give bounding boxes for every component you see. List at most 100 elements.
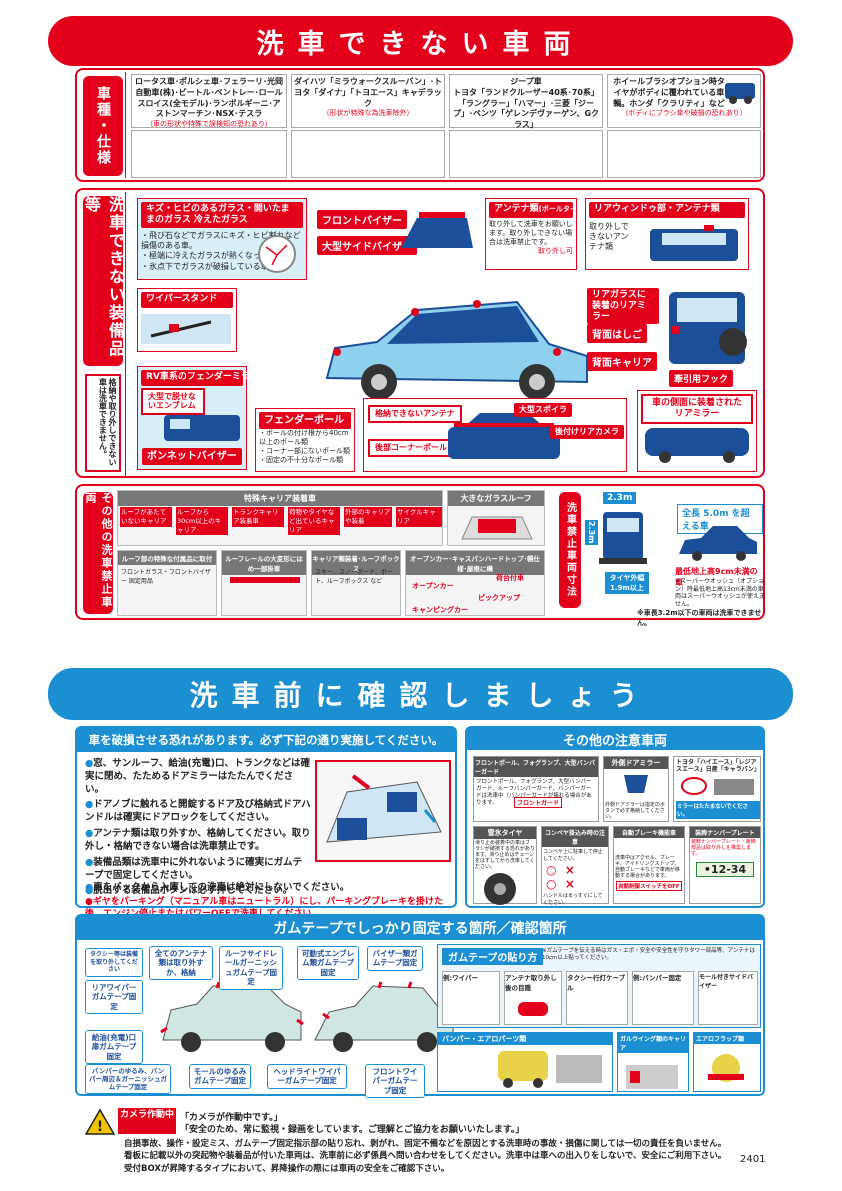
- mirror-icon: [624, 775, 648, 793]
- antenna-pole-box: アンテナ類(ポールタイプ) 取り外して洗車をお願いします。取り外しできない場合は…: [485, 198, 587, 270]
- other-label: その他の洗車禁止車両: [83, 492, 113, 614]
- side-mirror-box: 車の側面に装着されたリアミラー: [637, 390, 757, 472]
- tape-label: バイザー類ガムテープ固定: [367, 946, 423, 971]
- tire-icon: [484, 873, 516, 905]
- tape-label: フロントワイパーガムテープ固定: [365, 1064, 425, 1099]
- conveyor-box: コンベヤ掛込み時の注意 コンベヤ上に駐車して停止してください。 ○ × ○ × …: [541, 826, 609, 906]
- special-carrier-box: 特殊キャリア装着車 ルーフがあたていないキャリア ルーフから30cm以上のキャリ…: [117, 490, 443, 546]
- camera-line1: 「カメラが作動中です。」: [180, 1113, 283, 1123]
- tape-label: 可動式エンブレム類ガムテープ固定: [297, 946, 359, 981]
- type-cell-1: ロータス車･ポルシェ車･フェラーリ･光岡自動車(株)･ビートル･ベントレー･ロー…: [131, 74, 287, 128]
- aero-box: エアロフラップ類: [693, 1032, 761, 1092]
- page-number: 2401: [740, 1154, 766, 1165]
- camera-badge: カメラ作動中: [118, 1108, 176, 1134]
- tape-label: ルーフサイドレールガーニッシュガムテープ固定: [219, 946, 283, 990]
- glass-title: キズ・ヒビのあるガラス・開いたままのガラス 冷えたガラス: [141, 202, 303, 228]
- height-value: 2.3m: [585, 520, 598, 545]
- side-mirror-title: 車の側面に装着されたリアミラー: [641, 394, 753, 424]
- sedan-front-tape-icon: [314, 981, 454, 1052]
- glass-box: キズ・ヒビのあるガラス・開いたままのガラス 冷えたガラス ・飛び石などでガラスに…: [137, 198, 307, 280]
- howto-title: ガムテープの貼り方: [442, 948, 544, 965]
- dims-note: ※車長3.2m以下の車両は洗車できません。: [637, 609, 762, 627]
- camera-line2: 「安全のため、常に監視・録画をしています。ご理解とご協力をお願いいたします。」: [180, 1125, 525, 1135]
- antenna-pole-title: アンテナ類(ポールタイプ): [489, 202, 587, 218]
- hiace-box: トヨタ「ハイエース」「レジアスエース」日産「キャラバン」 ミラーはたたまないでく…: [673, 756, 761, 822]
- bumper-car-icon: [498, 1051, 602, 1088]
- van-mirror-icon: [681, 777, 754, 796]
- spoiler-label: 大型スポイラ: [514, 403, 572, 418]
- visor-car-icon: [401, 212, 473, 248]
- caution-panel: その他の注意車両 フロントポール、フォグランプ、大型バンパーガード フロントポー…: [465, 726, 765, 908]
- tape-title: ガムテープでしっかり固定する箇所／確認箇所: [77, 916, 763, 940]
- warn-item-gear: ●ギヤをパーキング（マニュアル車はニュートラル）にし、パーキングブレーキを掛けた…: [85, 896, 444, 919]
- svg-text:!: !: [97, 1119, 103, 1135]
- warn-illustration: [315, 760, 451, 862]
- caution-title: その他の注意車両: [467, 728, 763, 750]
- equipment-label: 洗車できない装備品等: [82, 196, 125, 366]
- glass-roof-box: 大きなガラスルーフ: [447, 490, 545, 546]
- warn-item: ●ドアノブに触れると開錠するドア及び格納式ドアハンドルは確実にドアロックをしてく…: [85, 799, 311, 824]
- front-visor-label: フロントバイザー: [317, 210, 407, 229]
- bumper-box: バンパー・エアロパーツ類: [437, 1032, 613, 1092]
- type-cell-4: ホイールブラシオプション時タイヤがボディに覆われている車輌。ホンダ「クラリティ」…: [607, 74, 761, 128]
- warn-item: ●窓、サンルーフ、給油(充電)口、トランクなどは確実に閉め、たためるドアミラーは…: [85, 758, 311, 795]
- open-door-car-icon: [326, 774, 442, 843]
- warn-item: ●アンテナ類は取り外すか、格納してください。取り外し・格納できない場合は洗車禁止…: [85, 828, 311, 852]
- rear-window-car-icon: [650, 225, 738, 261]
- front-truck-icon: [599, 512, 647, 564]
- outside-mirror-box: 外側ドアミラー 外側ドアミラーは指定のボタンで必ず格納してください。: [603, 756, 669, 822]
- sedan-rear-box: 格納できないアンテナ 後部コーナーポール 大型スポイラ 後付けリアカメラ: [363, 398, 627, 472]
- big-emblem-label: 大型で脱せないエンブレム: [141, 387, 205, 415]
- banner-check-before-wash: 洗車前に確認しましょう: [48, 668, 793, 720]
- warning-icon: !: [84, 1108, 116, 1136]
- banner-no-wash-vehicles: 洗車できない車両: [48, 16, 793, 66]
- number-plate: •12-34: [696, 862, 754, 877]
- rear-mirror-label: リアガラスに装着のリアミラー: [587, 288, 659, 325]
- roof-rail-box: ルーフレールの大変形にはめ一部掛車: [221, 550, 307, 616]
- carrier-box-box: キャリア類装着･ルーフボックス スキー、スノーボード、ボート、ルーフボックス な…: [311, 550, 401, 616]
- corner-pole-label: 後部コーナーポール: [368, 439, 454, 458]
- wiper-stand-icon: [141, 313, 231, 344]
- dims-label: 洗車禁止車両寸法: [559, 492, 581, 608]
- width-value: 2.3m: [603, 492, 637, 504]
- wheel-brush-car-icon: [725, 83, 755, 104]
- tape-label: ヘッドライトワイパーガムテープ固定: [267, 1064, 347, 1089]
- warn-item: ●装備品類は洗車中に外れないように確実にガムテープで固定してください。: [85, 856, 303, 881]
- rv-fender-title: RV車系のフェンダーミラー: [141, 370, 259, 386]
- tire-width: タイヤ外幅1.9m以上: [605, 572, 649, 594]
- tow-hook-label: 牽引用フック: [669, 370, 734, 387]
- tape-label: モールのゆるみガムテープ固定: [189, 1064, 251, 1089]
- equipment-panel: 洗車できない装備品等 格納や取り外しできない車は洗車できません。 キズ・ヒビのあ…: [75, 188, 765, 478]
- wiper-stand-box: ワイパースタンド: [137, 288, 237, 352]
- auto-brake-box: 自動ブレーキ機能車 洗車中はアクセル、ブレーキ、アイドリングストップ、自動ブレー…: [613, 826, 685, 904]
- banner-title: 洗車できない車両: [256, 28, 585, 60]
- clearance-note: ※スーパーウオッシュ（オプション）時最低地上高13cm未満の車両はスーパーウオッ…: [675, 578, 765, 608]
- other-panel: その他の洗車禁止車両 特殊キャリア装着車 ルーフがあたていないキャリア ルーフか…: [75, 484, 765, 627]
- tape-label: 給油(充電)口扉ガムテープ固定: [85, 1030, 143, 1065]
- side-mirror-car-icon: [645, 427, 749, 463]
- rear-suv-icon: [669, 292, 747, 364]
- type-cell-2: ダイハツ「ミラウォークスルーバン」･トヨタ「ダイナ」「トヨエース」キャデラック …: [291, 74, 445, 128]
- vehicle-types-panel: 車種・仕様 ロータス車･ポルシェ車･フェラーリ･光岡自動車(株)･ビートル･ベン…: [75, 68, 765, 182]
- roof-carrier-box: ガルウイング類のキャリア: [617, 1032, 689, 1092]
- banner2-title: 洗車前に確認しましょう: [189, 679, 652, 712]
- side-visor-label: 大型サイドバイザー: [317, 236, 417, 255]
- vehicle-types-label: 車種・仕様: [83, 76, 123, 176]
- plate-box: 装飾ナンバープレート 装飾ナンバープレート・装飾部品は取り外しを推奨します。 •…: [689, 826, 761, 904]
- tape-label: リアワイパーガムテープ固定: [85, 980, 143, 1015]
- open-car-box: オープンカー･キャスパンハードトップ･幌仕様･屋根に構 オープンカー 荷台付車 …: [405, 550, 545, 616]
- fender-pole-box: フェンダーポール ・ポールの付け根から40cm以上のポール類 ・コーナー部にない…: [255, 408, 355, 472]
- main-car-illustration: [325, 300, 588, 400]
- tape-label: 全てのアンテナ類は取り外すか、格納: [149, 946, 213, 981]
- warn-list: ●窓、サンルーフ、給油(充電)口、トランクなどは確実に閉め、たためるドアミラーは…: [85, 758, 311, 901]
- antenna-label: 格納できないアンテナ: [368, 405, 462, 424]
- cracked-glass-icon: [258, 235, 296, 273]
- tape-panel: ガムテープでしっかり固定する箇所／確認箇所 タクシー等は装備を取り外してください…: [75, 914, 765, 1099]
- tape-label: バンパーのゆるみ、バンパー周辺＆ガーニッシュガムテープ固定: [85, 1064, 171, 1095]
- spike-box: 雪氷タイヤ 滑り止め装着中の車はブラシが破損する恐れがあります。滑り止めはチェー…: [473, 826, 537, 905]
- disclaimer: 自損事故、操作・設定ミス、ガムテープ固定指示部の貼り忘れ、剥がれ、固定不備などを…: [124, 1139, 727, 1174]
- aero-icon: [708, 1054, 744, 1082]
- bonnet-visor-label: ボンネットバイザー: [142, 448, 242, 465]
- rv-fender-box: RV車系のフェンダーミラー 大型で脱せないエンブレム ボンネットバイザー: [137, 366, 259, 470]
- warn-item: ●脱出する装備品ボタンは必ず押してください。: [85, 885, 293, 897]
